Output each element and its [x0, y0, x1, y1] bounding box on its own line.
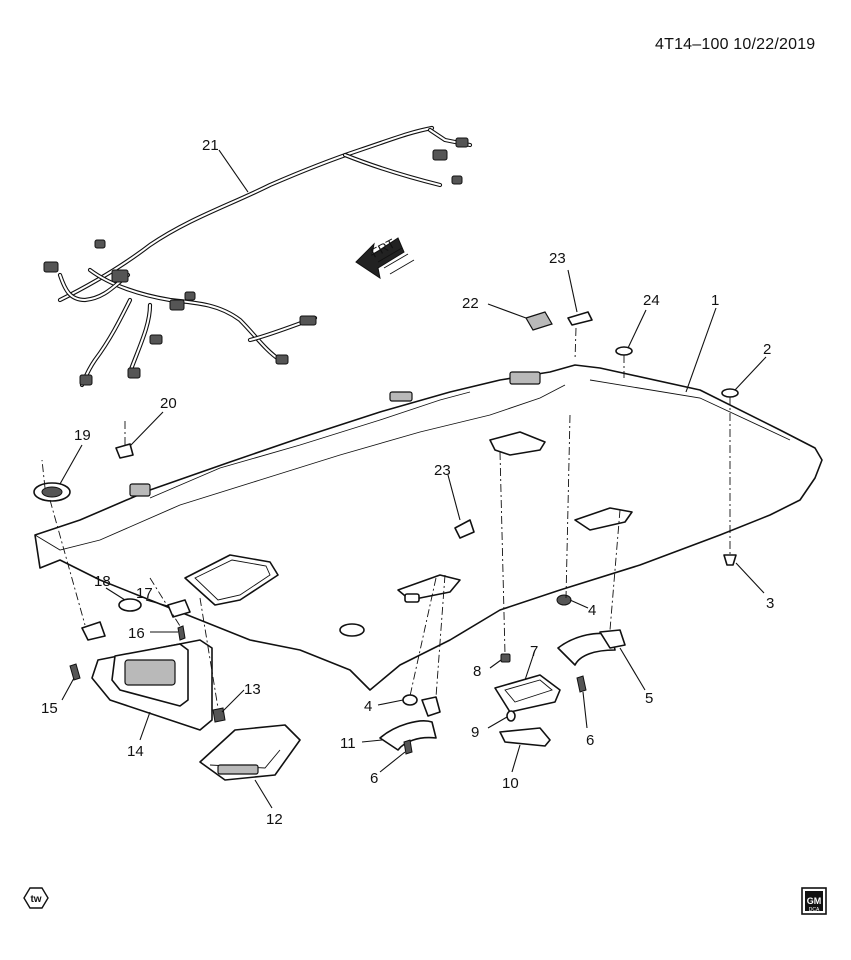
retainer-4-left: [402, 694, 418, 706]
callout-19: 19: [74, 427, 91, 444]
retainer-2: [721, 388, 739, 398]
speaker-19: [33, 482, 71, 502]
gm-logo-bottom: DCA: [809, 907, 820, 913]
retainer-4-right: [556, 594, 572, 606]
callout-5: 5: [645, 690, 653, 707]
callout-labels: 1 2 3 4 4 5 6 6 7 8 9 10 11 12 13 14 15 …: [41, 137, 774, 828]
callout-23-top: 23: [549, 250, 566, 267]
callout-10: 10: [502, 775, 519, 792]
callout-11: 11: [340, 735, 356, 752]
lens-10: [499, 727, 551, 747]
clip-23-mid: [454, 519, 475, 539]
callout-6-left: 6: [370, 770, 378, 787]
retainer-3: [723, 554, 737, 566]
bolt-6-right: [576, 675, 587, 693]
visor-bracket: [81, 621, 106, 641]
tw-logo-icon: tw: [23, 887, 49, 909]
callout-2: 2: [763, 341, 771, 358]
leader-lines: [59, 149, 767, 809]
callout-7: 7: [530, 643, 538, 660]
screw-15: [69, 663, 81, 681]
overhead-console-12: [199, 724, 301, 781]
tw-logo-text: tw: [30, 894, 41, 905]
dome-lamp-7: [494, 674, 561, 713]
callout-3: 3: [766, 595, 774, 612]
roof-wiring-harness: [43, 125, 473, 388]
bracket-20: [115, 443, 134, 459]
bracket-22: [525, 311, 553, 331]
callout-20: 20: [160, 395, 177, 412]
callout-4-left: 4: [364, 698, 372, 715]
callout-1: 1: [711, 292, 719, 309]
screw-16: [177, 625, 186, 641]
callout-6-right: 6: [586, 732, 594, 749]
sunvisor-14: [91, 639, 213, 731]
front-arrow-icon: FRT: [355, 236, 415, 280]
headliner-panel: [34, 364, 823, 691]
callout-14: 14: [127, 743, 144, 760]
callout-24: 24: [643, 292, 660, 309]
callout-22: 22: [462, 295, 479, 312]
gm-logo-icon: GM DCA: [801, 887, 827, 915]
callout-18: 18: [94, 573, 111, 590]
callout-15: 15: [41, 700, 58, 717]
retainer-24: [615, 346, 633, 356]
callout-21: 21: [202, 137, 219, 154]
bulb-9: [506, 710, 516, 722]
alignment-lines: [41, 327, 731, 709]
clip-23-top: [567, 311, 593, 326]
callout-23-mid: 23: [434, 462, 451, 479]
callout-9: 9: [471, 724, 479, 741]
assist-handle-11: [379, 696, 441, 751]
callout-13: 13: [244, 681, 261, 698]
document-id: 4T14–100 10/22/2019: [655, 36, 816, 53]
callout-12: 12: [266, 811, 283, 828]
callout-17: 17: [136, 585, 153, 602]
assist-handle-5: [557, 629, 626, 666]
callout-16: 16: [128, 625, 145, 642]
clip-17: [167, 599, 191, 618]
cap-18: [118, 598, 142, 612]
clip-8: [500, 653, 511, 663]
callout-4-right: 4: [588, 602, 596, 619]
callout-8: 8: [473, 663, 481, 680]
bolt-6-left: [403, 739, 413, 755]
gm-logo-top: GM: [807, 896, 822, 906]
